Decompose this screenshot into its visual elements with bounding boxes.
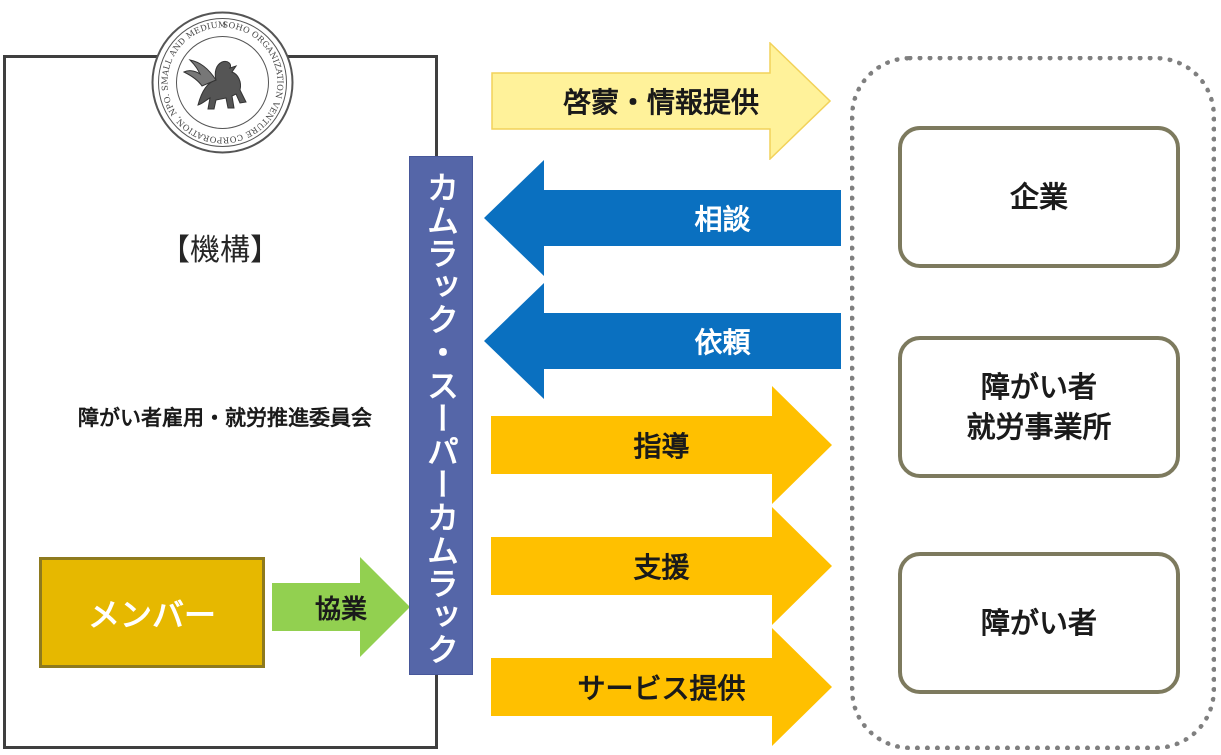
flow-label: 相談 <box>694 203 751 236</box>
organization-title: 【機構】 <box>160 233 280 268</box>
flow-label: 啓蒙・情報提供 <box>562 86 759 119</box>
flow-label: 依頼 <box>694 326 751 359</box>
flow-arrow-enlightenment: 啓蒙・情報提供 <box>491 42 831 160</box>
flow-arrow-service: サービス提供 <box>491 628 832 746</box>
entity-label-line1: 障がい者 <box>980 370 1097 404</box>
entity-disabled-persons: 障がい者 <box>898 552 1180 694</box>
hub-bar: カムラック・スーパーカムラック <box>409 156 473 675</box>
entity-employment-office: 障がい者 就労事業所 <box>898 336 1180 478</box>
cooperate-label: 協業 <box>314 594 367 625</box>
entity-label-line2: 就労事業所 <box>966 410 1112 444</box>
flow-arrow-support: 支援 <box>491 507 832 625</box>
cooperate-arrow: 協業 <box>272 557 410 657</box>
flow-arrow-consultation: 相談 <box>484 160 841 276</box>
flow-label: サービス提供 <box>577 672 746 705</box>
entity-company: 企業 <box>898 126 1180 268</box>
griffin-seal-icon: SOHO ORGANIZATION VENTURE CORPORATION, N… <box>146 2 295 155</box>
member-box: メンバー <box>39 557 265 668</box>
flow-label: 支援 <box>633 551 690 584</box>
flow-arrow-request: 依頼 <box>484 283 841 399</box>
entity-label: 企業 <box>1009 180 1068 214</box>
entities-container <box>850 56 1216 750</box>
flow-arrow-guidance: 指導 <box>491 386 832 504</box>
member-label: メンバー <box>87 595 216 634</box>
entity-label: 障がい者 <box>980 606 1097 640</box>
flow-label: 指導 <box>633 430 690 463</box>
committee-name: 障がい者雇用・就労推進委員会 <box>78 406 372 430</box>
hub-label: カムラック・スーパーカムラック <box>422 171 460 666</box>
